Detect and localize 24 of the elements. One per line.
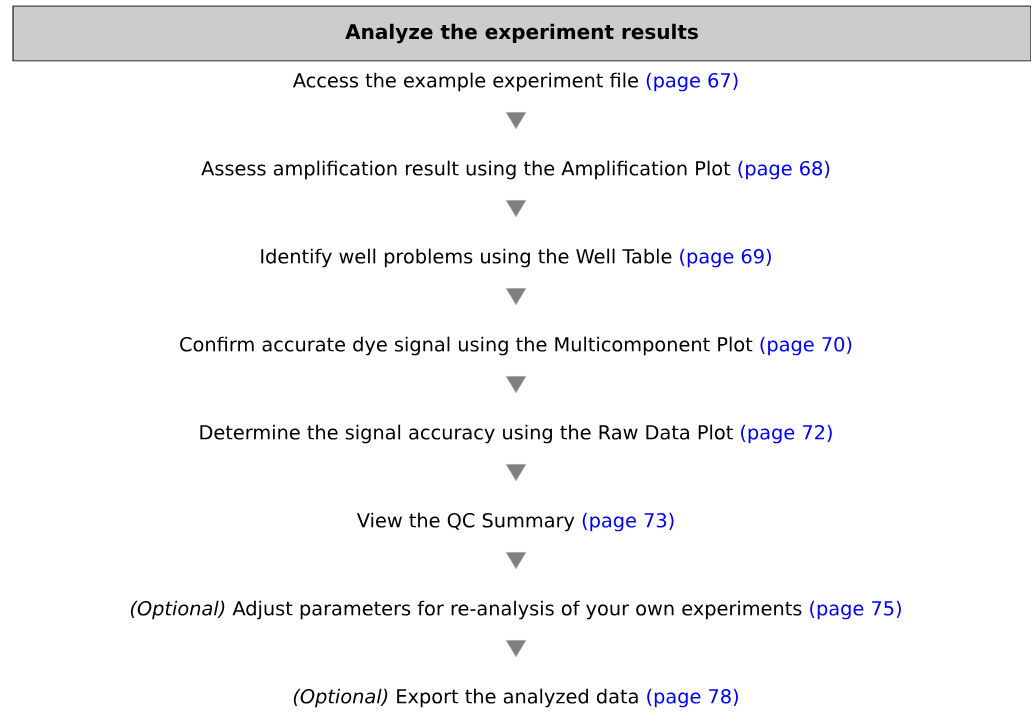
- page-link: (page 69): [680, 248, 771, 268]
- step-text: Identify well problems using the Well Table: [261, 248, 672, 268]
- arrow: [506, 640, 526, 658]
- step-text: Access the example experiment file: [292, 72, 638, 92]
- arrow: [506, 464, 526, 482]
- page-link: (page 73): [582, 512, 674, 532]
- arrow: [506, 376, 526, 394]
- page-link: (page 68): [738, 160, 830, 180]
- step-text: Determine the signal accuracy using the Raw Data Plot: [200, 424, 733, 444]
- step-text: Confirm accurate dye signal using the Multicomponent Plot: [180, 336, 753, 356]
- step-text: (Optional) Adjust parameters for re-analysis of your own experiments: [130, 600, 802, 620]
- page-link: (page 67): [646, 72, 738, 92]
- page-link: (page 72): [741, 424, 832, 444]
- title-band: Analyze the experiment results: [12, 5, 1031, 62]
- step-text: Assess amplification result using the Amplification Plot: [201, 160, 731, 180]
- page-link: (page 78): [647, 688, 738, 708]
- page-link: (page 70): [760, 336, 852, 356]
- arrow: [506, 288, 526, 306]
- arrow: [506, 200, 526, 218]
- step-text: View the QC Summary: [356, 512, 575, 532]
- page-link: (page 75): [810, 600, 901, 620]
- arrow: [506, 112, 526, 130]
- arrow: [506, 552, 526, 570]
- step-text: (Optional) Export the analyzed data: [293, 688, 638, 708]
